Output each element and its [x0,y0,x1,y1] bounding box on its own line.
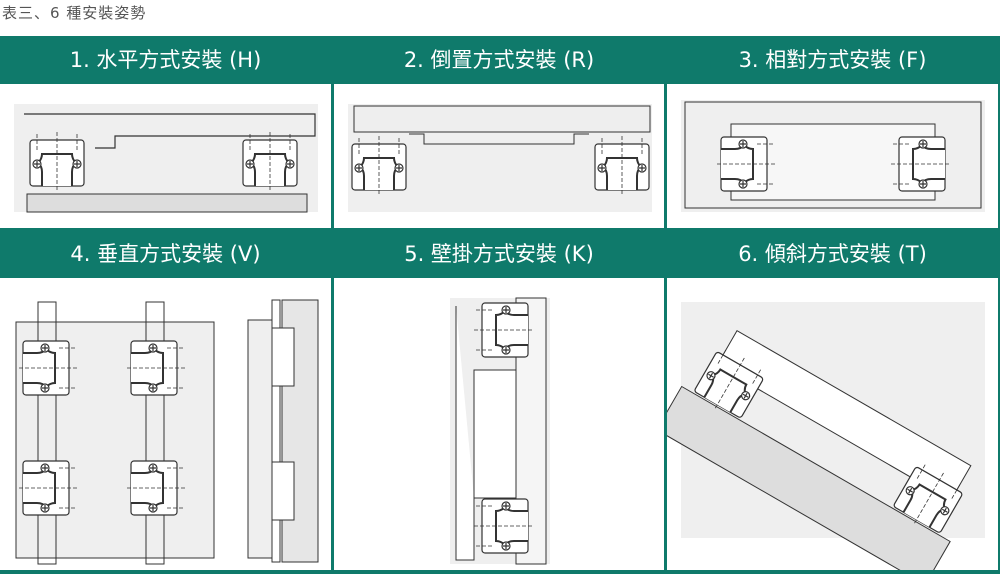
table-caption: 表三、6 種安裝姿勢 [2,4,147,22]
horizontal-mounting-drawing [0,84,331,228]
header-vertical: 4. 垂直方式安裝 (V) [0,230,331,276]
wall-mounting-drawing [334,278,664,570]
tilted-mounting-drawing [667,278,998,570]
mounting-postures-table: 1. 水平方式安裝 (H) 2. 倒置方式安裝 (R) 3. 相對方式安裝 (F… [0,36,1000,574]
header-tilted: 6. 傾斜方式安裝 (T) [667,230,998,276]
header-reverse: 2. 倒置方式安裝 (R) [334,36,664,82]
header-wall: 5. 壁掛方式安裝 (K) [334,230,664,276]
header-facing: 3. 相對方式安裝 (F) [667,36,998,82]
facing-mounting-drawing [667,84,998,228]
vertical-mounting-drawing [0,278,331,570]
reverse-mounting-drawing [334,84,664,228]
header-horizontal: 1. 水平方式安裝 (H) [0,36,331,82]
